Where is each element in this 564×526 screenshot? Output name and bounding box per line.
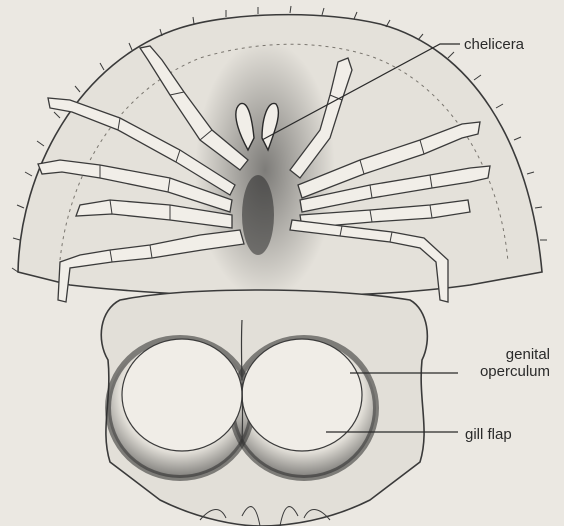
label-gill-flap: gill flap: [465, 426, 512, 443]
label-genital-operculum: genital operculum: [480, 346, 550, 380]
label-chelicera: chelicera: [464, 36, 524, 53]
genital-operculum-right: [242, 339, 362, 451]
label-genital-line1: genital: [480, 346, 550, 363]
label-genital-line2: operculum: [480, 363, 550, 380]
genital-operculum-left: [122, 339, 242, 451]
